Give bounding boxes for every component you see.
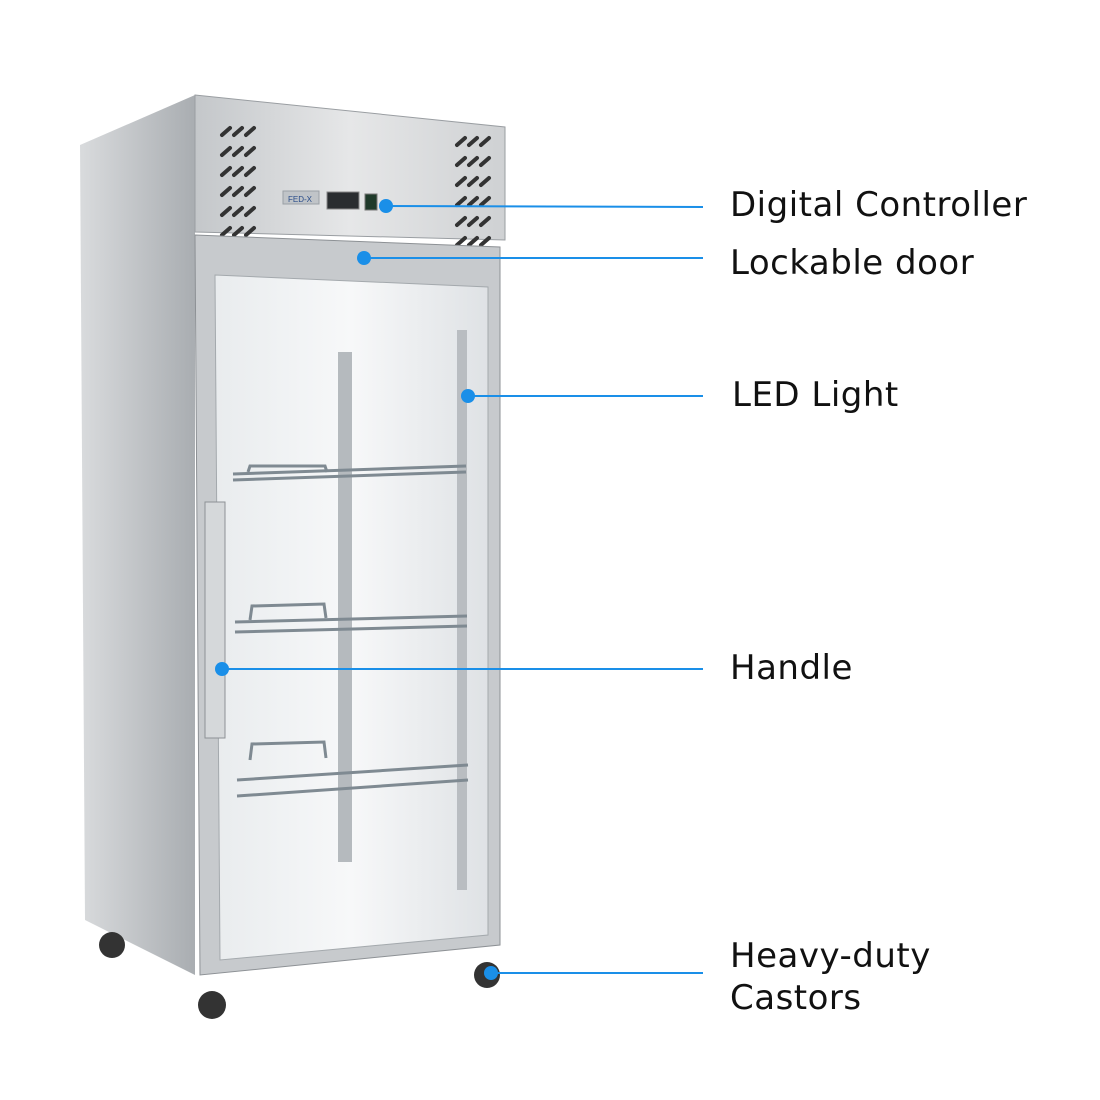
callout-led-light: LED Light bbox=[732, 375, 899, 415]
inner-rail-right bbox=[457, 330, 467, 890]
inner-rail-left bbox=[338, 352, 352, 862]
power-switch bbox=[364, 193, 378, 211]
brand-logo: FED-X bbox=[288, 195, 313, 204]
brand-logo-plate bbox=[282, 190, 320, 205]
shelves bbox=[232, 464, 469, 798]
callout-digital-controller: Digital Controller bbox=[730, 185, 1028, 225]
callout-castors-line1: Heavy-duty bbox=[730, 936, 931, 976]
controller-panel bbox=[194, 94, 506, 241]
callout-lines bbox=[222, 205, 704, 974]
handle-marker bbox=[215, 662, 229, 676]
led-light-marker bbox=[461, 389, 475, 403]
digital-display bbox=[326, 191, 360, 210]
callout-handle: Handle bbox=[730, 648, 853, 688]
door-handle bbox=[204, 501, 226, 739]
castors-marker bbox=[484, 966, 498, 980]
vent-right bbox=[455, 136, 491, 247]
callout-lockable-door: Lockable door bbox=[730, 243, 975, 283]
vent-left bbox=[220, 126, 256, 237]
callout-castors-line2: Castors bbox=[730, 978, 862, 1018]
callout-dots bbox=[215, 199, 498, 980]
digital-controller-marker bbox=[379, 199, 393, 213]
fridge-side-panel bbox=[80, 95, 195, 975]
lockable-door-marker bbox=[357, 251, 371, 265]
callout-castors: Heavy-duty Castors bbox=[730, 935, 931, 1019]
